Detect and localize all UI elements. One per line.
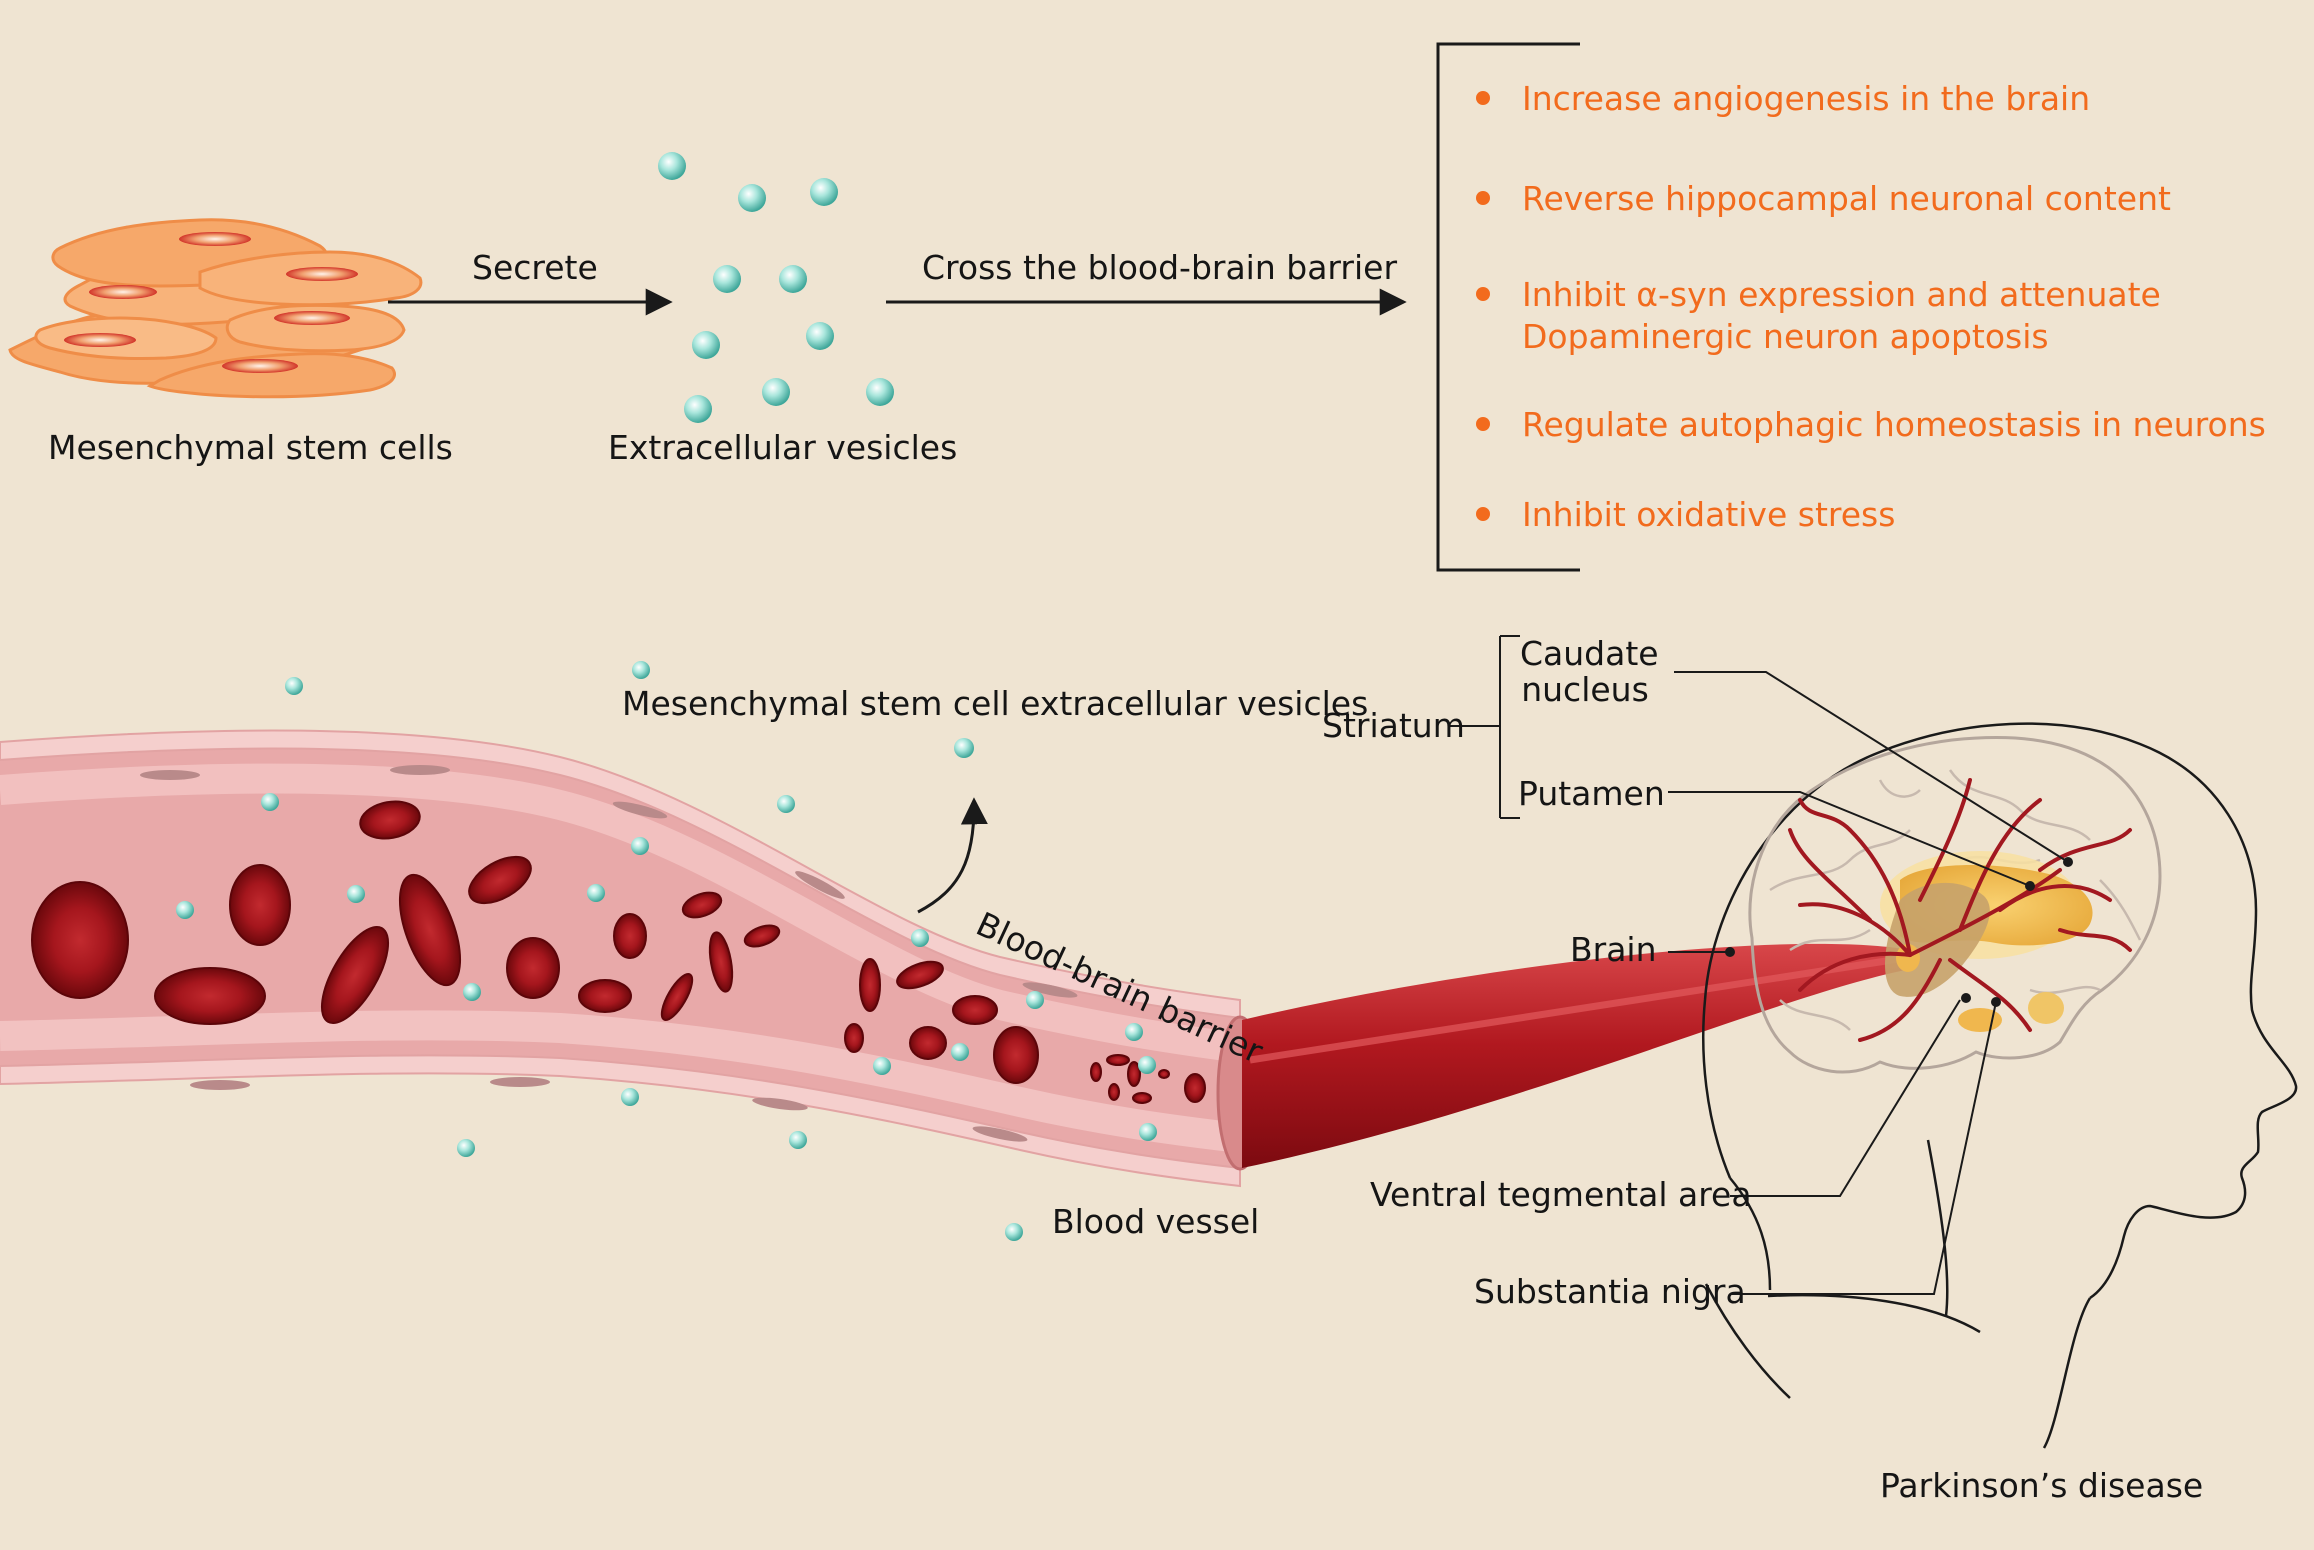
effect-item-hippocampal: Reverse hippocampal neuronal content xyxy=(1466,178,2171,220)
striatum-label: Striatum xyxy=(1322,706,1465,745)
msc-ev-label: Mesenchymal stem cell extracellular vesi… xyxy=(622,684,1369,723)
ev-label: Extracellular vesicles xyxy=(608,428,958,467)
blood-vessel-label: Blood vessel xyxy=(1052,1202,1260,1241)
brain-label: Brain xyxy=(1570,930,1657,969)
effect-item-angiogenesis: Increase angiogenesis in the brain xyxy=(1466,78,2090,120)
effect-item-autophagic: Regulate autophagic homeostasis in neuro… xyxy=(1466,404,2266,446)
bullet-dot-icon xyxy=(1476,507,1490,521)
bullet-dot-icon xyxy=(1476,191,1490,205)
bbb-exit-arrow xyxy=(917,797,988,914)
effect-item-alpha-syn: Inhibit α-syn expression and attenuate D… xyxy=(1466,274,2161,358)
substantia-nigra-label: Substantia nigra xyxy=(1474,1272,1746,1311)
brain-outline xyxy=(1748,736,2162,1074)
artery-to-brain xyxy=(1242,943,1916,1168)
parkinsons-label: Parkinson’s disease xyxy=(1880,1466,2204,1505)
bullet-dot-icon xyxy=(1476,417,1490,431)
msc-label: Mesenchymal stem cells xyxy=(48,428,453,467)
vta-label: Ventral tegmental area xyxy=(1370,1175,1752,1214)
red-blood-cells xyxy=(31,800,1206,1104)
msc-cell-cluster-icon xyxy=(8,218,423,399)
bullet-dot-icon xyxy=(1476,91,1490,105)
blood-vessel xyxy=(0,729,1264,1188)
effects-bracket xyxy=(1436,42,1580,572)
secrete-label: Secrete xyxy=(472,248,598,287)
putamen-label: Putamen xyxy=(1518,774,1665,813)
leader-lines xyxy=(1450,635,2069,1295)
vessel-vesicles-icon xyxy=(176,661,1157,1241)
cross-bbb-label: Cross the blood-brain barrier xyxy=(922,248,1398,287)
caudate-nucleus-label: Caudate nucleus xyxy=(1520,634,1659,710)
extracellular-vesicles-icon xyxy=(658,152,894,423)
leader-dots xyxy=(1725,857,2073,1007)
brain-arteries xyxy=(1788,778,2132,1042)
effect-item-oxidative: Inhibit oxidative stress xyxy=(1466,494,1895,536)
head-outline xyxy=(1702,722,2298,1449)
bullet-dot-icon xyxy=(1476,287,1490,301)
